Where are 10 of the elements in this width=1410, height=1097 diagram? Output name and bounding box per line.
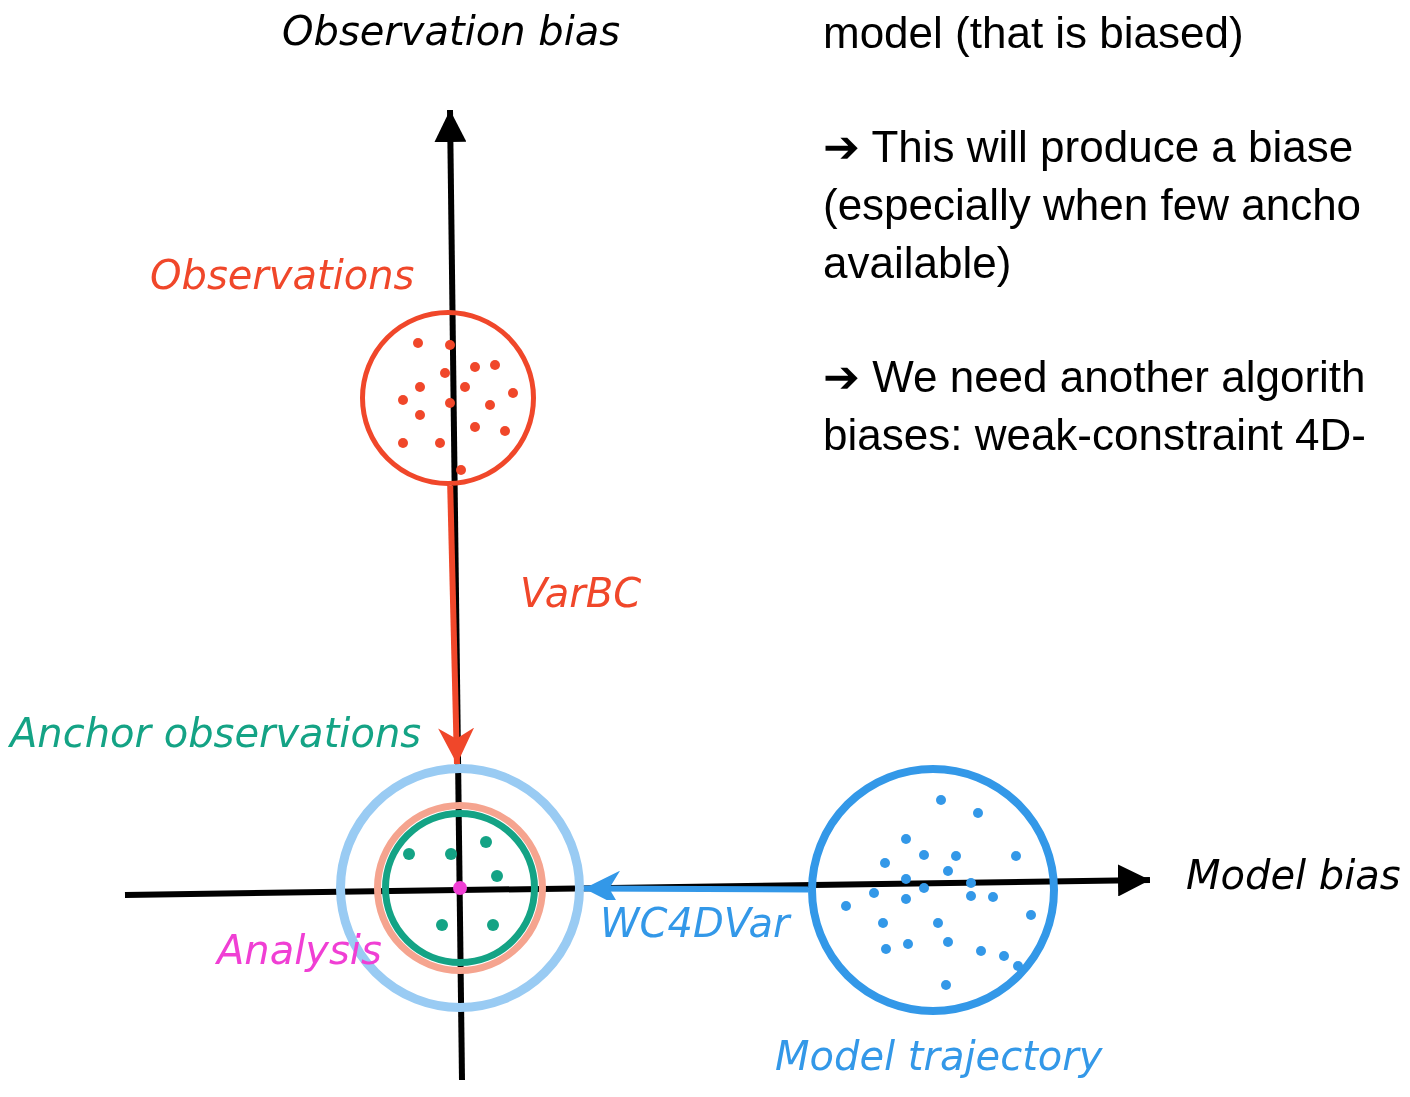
- axis-label: Model bias: [1186, 852, 1401, 898]
- arrow: [438, 485, 475, 765]
- circle-label: Anchor observations: [10, 710, 422, 756]
- circle-label: Model trajectory: [775, 1033, 1103, 1079]
- axis-label: Observation bias: [282, 8, 621, 54]
- circle-label: Observations: [150, 252, 415, 298]
- paragraph: model (that is biased): [823, 7, 1245, 59]
- circle-label: Analysis: [217, 927, 382, 973]
- paragraph: ➔ This will produce a biase (especially when few ancho available): [823, 121, 1363, 289]
- paragraph: ➔ We need another algorith biases: weak-constraint 4D-: [823, 351, 1367, 461]
